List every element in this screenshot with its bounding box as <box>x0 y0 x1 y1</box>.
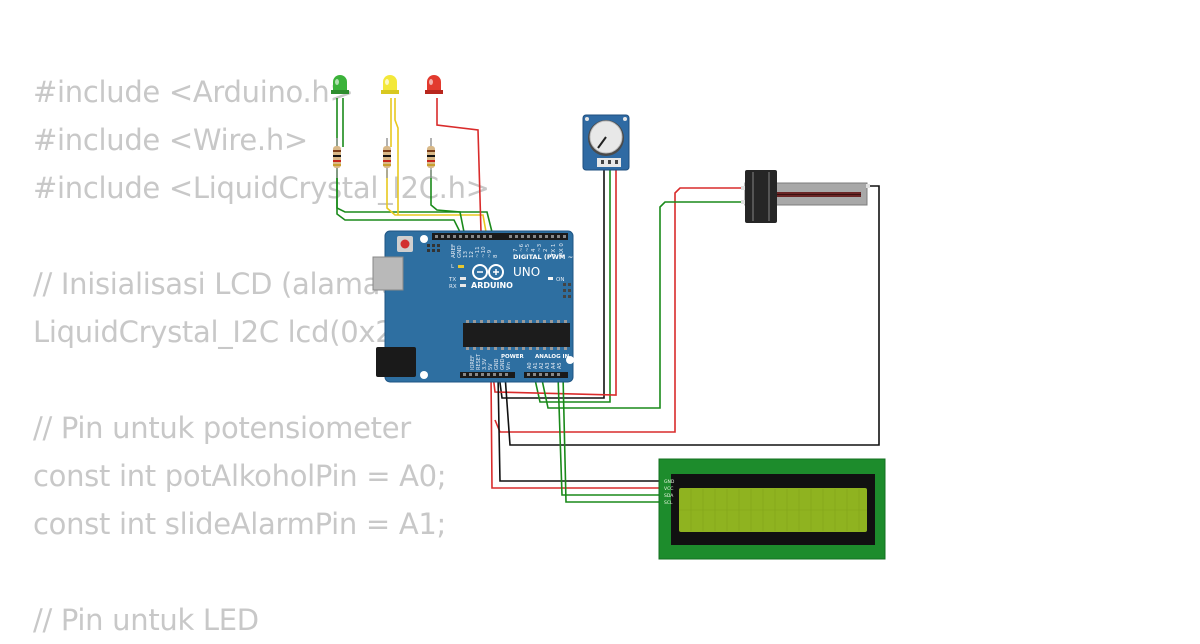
pin-label-2: 2 <box>543 249 549 253</box>
pin-label-a2: A2 <box>539 362 545 369</box>
code-line: const int slideAlarmPin = A1; <box>33 507 446 541</box>
led-yellow[interactable] <box>381 75 399 94</box>
tx-led <box>460 277 466 280</box>
pin-label-ioref: IOREF <box>470 355 476 370</box>
lcd-character-grid <box>679 489 867 531</box>
led-green[interactable] <box>331 75 349 94</box>
mounting-hole <box>566 356 574 364</box>
pin-label-a1: A1 <box>533 362 539 369</box>
power-header-label: POWER <box>501 354 525 360</box>
on-led <box>548 277 553 280</box>
code-line: // Pin untuk potensiometer <box>33 411 411 445</box>
board-brand-label: ARDUINO <box>471 281 513 290</box>
pin-label-7: 7 <box>513 248 519 252</box>
analog-pin-labels: A0 A1 A2 A3 A4 A5 <box>527 362 563 369</box>
rx-led <box>460 284 466 287</box>
lcd-pin-gnd: GND <box>664 479 675 485</box>
wire-lcd-vcc[interactable] <box>490 374 663 489</box>
l-label: L <box>451 264 455 270</box>
digital-header <box>432 233 568 240</box>
arduino-uno-board[interactable]: AREF GND 13 12 ~11 ~10 ~9 8 7 ~6 ~5 4 ~3… <box>372 230 576 383</box>
wire-lcd-gnd[interactable] <box>497 374 663 482</box>
code-line: #include <LiquidCrystal_I2C.h> <box>33 171 490 205</box>
pin-label-11: ~11 <box>475 246 481 258</box>
pin-label-rx0: RX 0 <box>559 243 565 256</box>
pin-label-gnd: GND <box>457 245 463 258</box>
pin-label-4: 4 <box>531 248 537 252</box>
lcd-pin-scl: SCL <box>664 500 673 506</box>
resistor-red-led[interactable] <box>427 138 435 178</box>
lcd-pin-vcc: VCC <box>664 486 673 492</box>
usb-port <box>372 256 404 291</box>
pin-label-12: 12 <box>469 251 475 258</box>
wire-led-yellow-cathode[interactable] <box>394 98 399 215</box>
mounting-hole <box>420 371 428 379</box>
resistor-green-led[interactable] <box>333 138 341 178</box>
pin-label-a0: A0 <box>527 362 533 369</box>
code-line: #include <Arduino.h> <box>33 75 354 109</box>
wire-led-green-to-pin[interactable] <box>336 98 493 233</box>
pin-label-3v3: 3.3V <box>482 358 488 370</box>
wire-pot-gnd[interactable] <box>498 165 605 399</box>
wire-pot-sig[interactable] <box>533 165 611 403</box>
circuit-diagram: AREF GND 13 12 ~11 ~10 ~9 8 7 ~6 ~5 4 ~3… <box>331 75 886 560</box>
pin-label-aref: AREF <box>451 244 457 258</box>
pin-label-gnd2: GND <box>500 358 506 370</box>
wire-led-green-resistor[interactable] <box>336 170 461 233</box>
pin-label-vin: Vin <box>506 362 512 370</box>
wire-led-yellow-to-pin[interactable] <box>386 170 487 233</box>
pin-label-8: 8 <box>493 254 499 258</box>
power-pin-labels: IOREF RESET 3.3V 5V GND GND Vin <box>470 353 512 370</box>
analog-header-label: ANALOG IN <box>535 354 570 360</box>
wire-pot-vcc[interactable] <box>492 165 617 396</box>
board-model-label: UNO <box>513 265 540 279</box>
wires <box>336 98 880 503</box>
pin-label-a5: A5 <box>557 362 563 369</box>
power-jack <box>376 347 416 377</box>
pin-label-a4: A4 <box>551 362 557 369</box>
mounting-hole <box>420 235 428 243</box>
slider-handle[interactable] <box>745 170 777 223</box>
pin-label-10: ~10 <box>481 246 487 258</box>
slide-potentiometer[interactable] <box>741 170 870 223</box>
pin-label-tx1: TX 1 <box>551 244 557 257</box>
wire-led-red-resistor[interactable] <box>430 170 465 233</box>
l-led <box>458 265 464 268</box>
digital-header-label: DIGITAL (PWM ~) <box>513 253 576 261</box>
rotary-potentiometer[interactable] <box>582 114 630 171</box>
code-line: #include <Wire.h> <box>33 123 308 157</box>
arduino-logo <box>472 264 504 280</box>
pin-label-5v: 5V <box>488 363 494 370</box>
wire-lcd-sda[interactable] <box>557 374 663 496</box>
pin-label-reset: RESET <box>476 353 482 370</box>
digital-pin-labels: AREF GND 13 12 ~11 ~10 ~9 8 7 ~6 ~5 4 ~3… <box>451 243 565 258</box>
atmega-chip <box>463 323 570 347</box>
rx-label: RX <box>449 284 457 290</box>
on-label: ON <box>556 277 564 283</box>
pin-label-13: 13 <box>463 251 469 258</box>
pin-label-a3: A3 <box>545 362 551 369</box>
pin-label-5: ~5 <box>525 243 531 252</box>
pin-label-6: ~6 <box>519 243 525 252</box>
resistor-yellow-led[interactable] <box>383 138 391 178</box>
code-background: #include <Arduino.h> #include <Wire.h> #in… <box>33 68 548 644</box>
tx-label: TX <box>448 277 456 283</box>
wire-led-red-to-pin[interactable] <box>436 98 482 233</box>
pin-label-9: ~9 <box>487 249 493 258</box>
lcd-pin-sda: SDA <box>664 493 674 499</box>
pin-label-3: ~3 <box>537 243 543 252</box>
code-line: const int potAlkoholPin = A0; <box>33 459 447 493</box>
wire-lcd-scl[interactable] <box>562 374 663 503</box>
led-red[interactable] <box>425 75 443 94</box>
pin-label-gnd1: GND <box>494 358 500 370</box>
lcd-display[interactable]: GND VCC SDA SCL <box>658 458 886 560</box>
wire-slide-gnd[interactable] <box>504 185 880 446</box>
lcd-pin-labels: GND VCC SDA SCL <box>664 479 675 506</box>
wire-slide-sig[interactable] <box>540 201 745 409</box>
